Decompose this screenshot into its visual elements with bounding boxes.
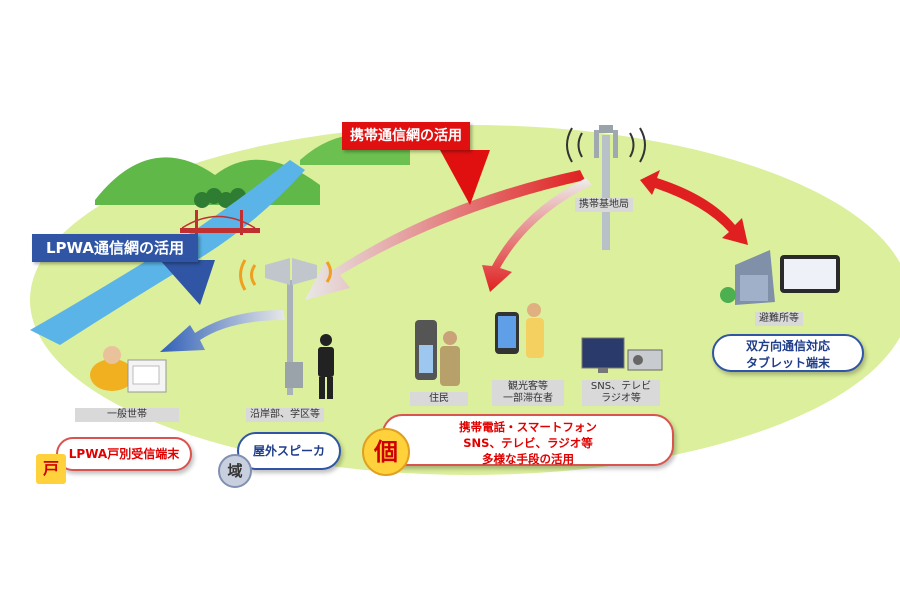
resident-with-phone-icon: [415, 320, 460, 386]
media-label-line1: SNS、テレビ: [590, 381, 652, 392]
tablet-box-line2: タブレット端末: [745, 356, 830, 370]
mobile-network-banner: 携帯通信網の活用: [342, 122, 470, 150]
tablet-box-line1: 双方向通信対応: [745, 339, 830, 353]
media-label: SNS、テレビ ラジオ等: [582, 380, 660, 406]
coastal-label: 沿岸部、学区等: [246, 408, 324, 422]
household-label: 一般世帯: [75, 408, 179, 422]
residents-label: 住民: [410, 392, 468, 406]
lpwa-receiver-box: LPWA戸別受信端末: [56, 437, 192, 471]
arrow-to-household: [160, 310, 285, 352]
base-station-tower-icon: [566, 125, 646, 250]
multi-means-box: 携帯電話・スマートフォン SNS、テレビ、ラジオ等 多様な手段の活用: [382, 414, 674, 466]
arrow-to-residents: [482, 178, 592, 292]
tourist-with-smartphone-icon: [495, 303, 544, 358]
shelter-building-icon: [720, 250, 840, 305]
outdoor-speaker-box: 屋外スピーカ: [237, 432, 341, 470]
arrow-to-shelter: [640, 170, 748, 245]
area-badge: 域: [218, 454, 252, 488]
tourists-label-line2: 一部滞在者: [503, 393, 553, 404]
tourists-label: 観光客等 一部滞在者: [492, 380, 564, 406]
base-station-label: 携帯基地局: [575, 198, 633, 212]
banner-arrow-tail: [440, 150, 490, 205]
arrow-to-speaker: [305, 170, 585, 300]
household-icon: [90, 346, 167, 393]
individual-badge: 個: [362, 428, 410, 476]
shelter-label: 避難所等: [755, 312, 803, 326]
bridge-icon: [180, 210, 260, 235]
multi-means-line1: 携帯電話・スマートフォン: [459, 420, 597, 434]
door-badge: 戸: [36, 454, 66, 484]
student-figure: [318, 334, 334, 399]
multi-means-line2: SNS、テレビ、ラジオ等: [463, 436, 593, 450]
lpwa-network-banner: LPWA通信網の活用: [32, 234, 199, 262]
media-label-line2: ラジオ等: [601, 393, 641, 404]
outdoor-speaker-icon: [239, 258, 332, 395]
multi-means-line3: 多様な手段の活用: [482, 452, 574, 466]
tv-radio-icon: [581, 337, 663, 373]
tablet-box: 双方向通信対応 タブレット端末: [712, 334, 864, 372]
lpwa-arrow-tail: [160, 260, 215, 305]
tourists-label-line1: 観光客等: [508, 381, 548, 392]
